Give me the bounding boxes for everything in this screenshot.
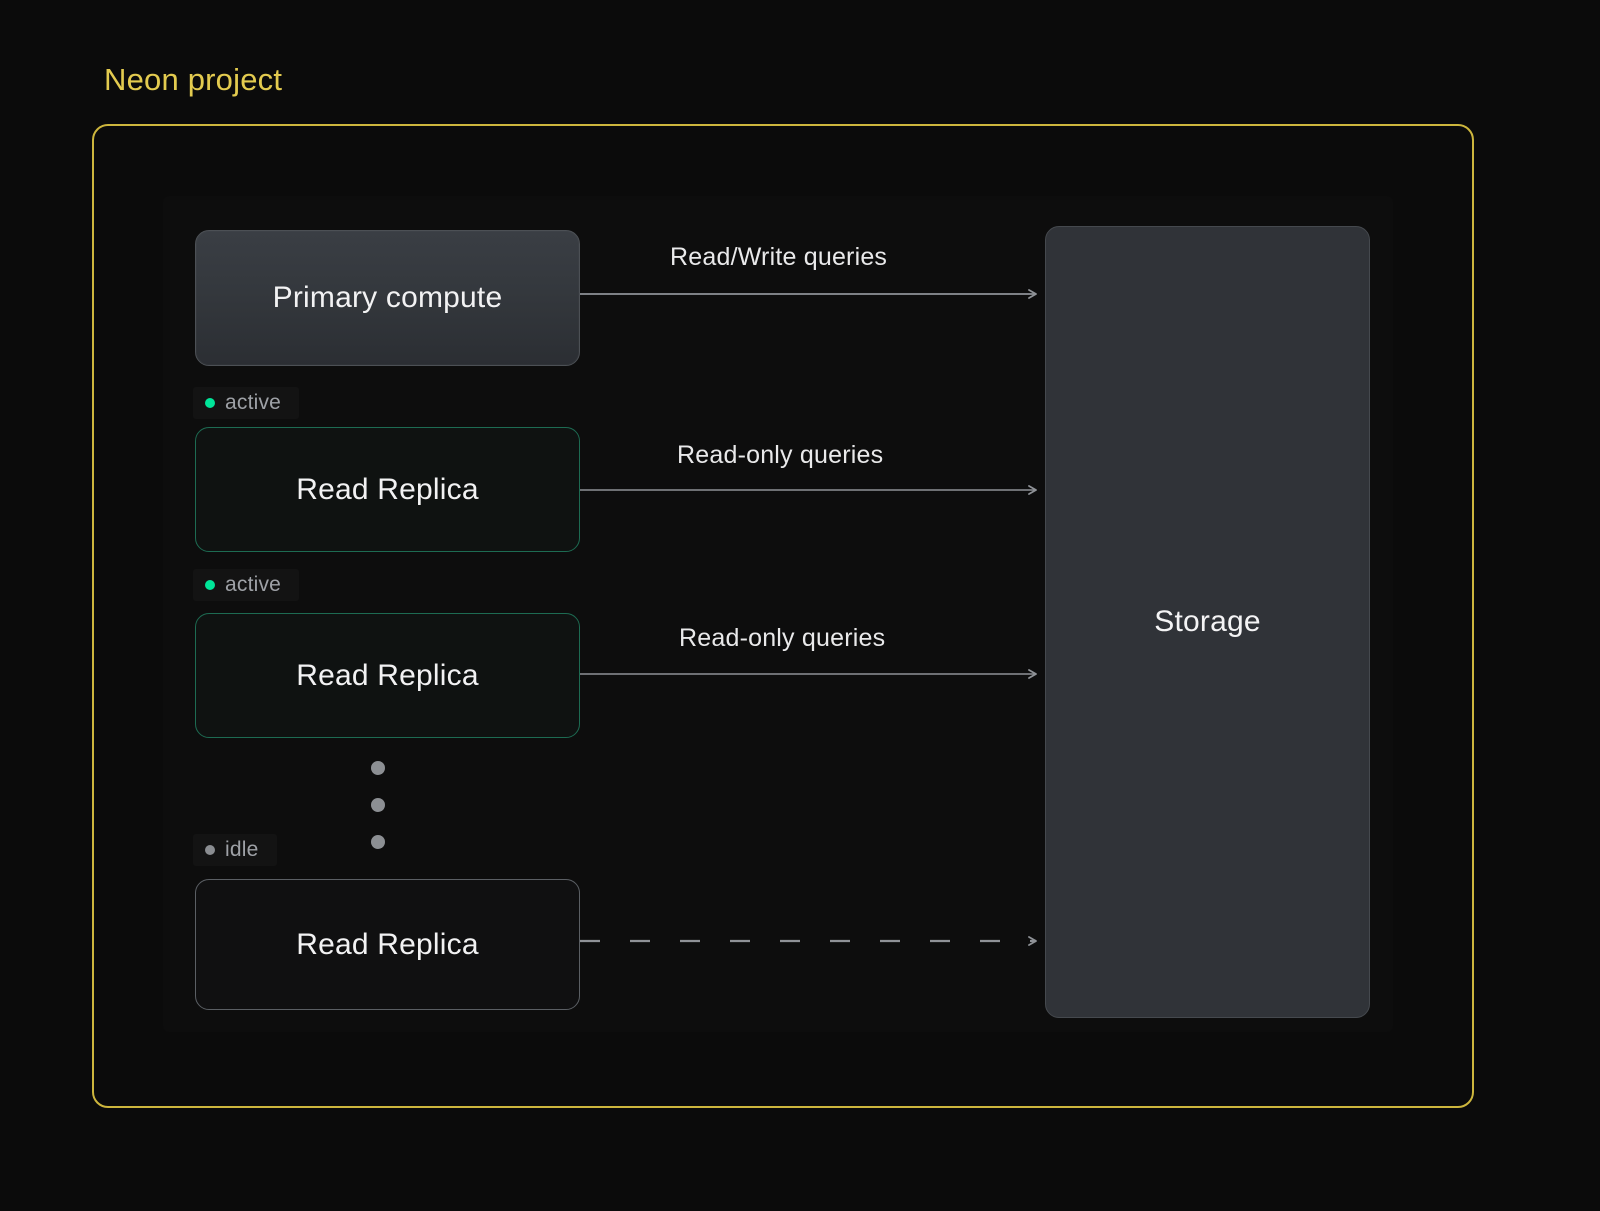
status-badge-replica-3: idle xyxy=(193,834,277,866)
primary-compute-label: Primary compute xyxy=(272,281,503,314)
edge-label-read-only-queries-1: Read-only queries xyxy=(677,441,884,469)
ellipsis-dot-icon xyxy=(371,798,385,812)
status-badge-label: active xyxy=(225,573,282,596)
more-replicas-ellipsis-icon xyxy=(371,761,385,849)
status-dot-icon xyxy=(205,845,215,855)
read-replica-label: Read Replica xyxy=(296,927,479,961)
storage-label: Storage xyxy=(1154,605,1261,638)
ellipsis-dot-icon xyxy=(371,761,385,775)
page-title: Neon project xyxy=(104,62,283,97)
edge-label-read-only-queries-2: Read-only queries xyxy=(679,624,886,652)
status-badge-label: active xyxy=(225,391,282,414)
read-replica-node-2[interactable]: Read Replica xyxy=(195,613,580,738)
primary-compute-node[interactable]: Primary compute xyxy=(195,230,580,366)
status-badge-replica-1: active xyxy=(193,387,299,419)
read-replica-node-1[interactable]: Read Replica xyxy=(195,427,580,552)
ellipsis-dot-icon xyxy=(371,835,385,849)
read-replica-node-3[interactable]: Read Replica xyxy=(195,879,580,1010)
status-badge-label: idle xyxy=(225,838,259,861)
status-badge-replica-2: active xyxy=(193,569,299,601)
read-replica-label: Read Replica xyxy=(296,658,479,692)
read-replica-label: Read Replica xyxy=(296,472,479,506)
edge-label-read-write-queries: Read/Write queries xyxy=(670,243,888,271)
status-dot-icon xyxy=(205,398,215,408)
storage-node[interactable]: Storage xyxy=(1045,226,1370,1018)
status-dot-icon xyxy=(205,580,215,590)
project-frame xyxy=(92,124,1474,1108)
